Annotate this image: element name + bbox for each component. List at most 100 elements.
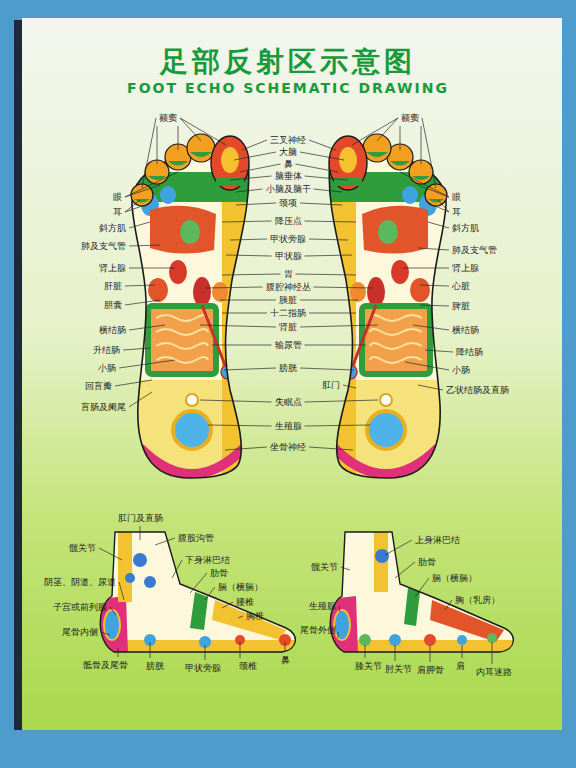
leader-line xyxy=(200,400,272,402)
leader-line xyxy=(405,362,449,370)
leader-line xyxy=(420,305,449,306)
leader-line xyxy=(305,221,357,222)
leader-line xyxy=(418,385,443,390)
leader-line xyxy=(314,287,374,288)
part-label: 膈（横膈） xyxy=(432,573,477,583)
leader-line xyxy=(220,300,276,301)
leader-line xyxy=(125,172,178,197)
leader-line xyxy=(119,582,124,600)
poster-board xyxy=(22,18,562,730)
part-label: 肝脏 xyxy=(104,281,122,291)
leader-line xyxy=(125,200,140,212)
part-label: 小肠 xyxy=(452,365,470,375)
leader-line xyxy=(157,126,158,164)
part-label: 鼻 xyxy=(284,159,293,169)
leader-line xyxy=(240,164,281,172)
part-label: 肋骨 xyxy=(210,568,228,578)
leader-line xyxy=(115,380,152,386)
leader-line xyxy=(425,350,453,352)
leader-line xyxy=(142,118,156,188)
leader-line xyxy=(377,118,398,141)
subtitle: FOOT ECHO SCHEMATIC DRAWING xyxy=(127,80,449,96)
leader-line xyxy=(338,632,339,638)
leader-line xyxy=(305,176,349,180)
part-label: 耳 xyxy=(113,207,122,217)
leader-line xyxy=(445,600,452,610)
leader-line xyxy=(129,392,152,407)
part-label: 肋骨 xyxy=(418,557,436,567)
part-label: 内耳迷路 xyxy=(476,667,512,677)
part-label: 阴茎、阴道、尿道 xyxy=(44,577,116,587)
part-label: 眼 xyxy=(113,192,122,202)
leader-line xyxy=(129,325,165,330)
leader-line xyxy=(309,447,353,450)
leader-line xyxy=(309,313,356,314)
leader-line xyxy=(238,616,243,618)
leader-line xyxy=(339,606,340,612)
leader-line xyxy=(415,578,429,597)
part-label: 髋关节 xyxy=(311,562,338,572)
part-label: 肾上腺 xyxy=(99,263,126,273)
part-label: 生殖腺 xyxy=(309,601,336,611)
part-label: 横结肠 xyxy=(99,325,126,335)
leader-line xyxy=(285,642,286,652)
leader-line xyxy=(385,540,412,555)
part-label: 胃 xyxy=(284,269,293,279)
leader-line xyxy=(462,645,463,658)
part-label: 额窦 xyxy=(159,113,177,123)
leader-line xyxy=(180,118,201,141)
leader-line xyxy=(129,222,150,228)
part-label: 胸椎 xyxy=(246,611,264,621)
part-label: 腹腔神经丛 xyxy=(266,282,311,292)
leader-line xyxy=(395,645,396,661)
part-label: 升结肠 xyxy=(93,345,120,355)
side-view-outer xyxy=(320,532,540,654)
leader-line xyxy=(125,185,160,197)
leader-line xyxy=(300,368,354,370)
part-label: 耳 xyxy=(452,207,461,217)
leader-line xyxy=(420,285,449,286)
leader-line xyxy=(352,118,398,145)
part-label: 肩胛骨 xyxy=(417,665,444,675)
leader-line xyxy=(125,205,145,212)
leader-line xyxy=(300,300,358,301)
leader-line xyxy=(208,425,272,426)
part-label: 眼 xyxy=(452,192,461,202)
part-label: 小肠 xyxy=(98,363,116,373)
part-label: 甲状腺 xyxy=(275,251,302,261)
leader-line xyxy=(230,239,267,240)
part-label: 盲肠及阑尾 xyxy=(81,402,126,412)
leader-line xyxy=(403,268,449,269)
leader-line xyxy=(226,255,272,256)
part-label: 膀胱 xyxy=(146,661,164,671)
leader-line xyxy=(125,300,160,305)
leader-line xyxy=(300,325,378,327)
part-label: 坐骨神经 xyxy=(270,442,306,452)
leader-line xyxy=(234,152,276,160)
side-view-inner xyxy=(90,532,310,654)
part-label: 肾脏 xyxy=(279,322,297,332)
part-label: 肩 xyxy=(456,661,465,671)
leader-line xyxy=(212,345,272,346)
part-label: 降压点 xyxy=(275,216,302,226)
leader-line xyxy=(140,526,141,540)
leader-line xyxy=(305,425,371,426)
part-label: 膝关节 xyxy=(355,661,382,671)
leader-line xyxy=(205,587,215,600)
part-label: 回盲瓣 xyxy=(85,381,112,391)
leader-line xyxy=(155,538,175,545)
part-label: 肘关节 xyxy=(385,664,412,674)
leader-line xyxy=(400,172,449,197)
leader-line xyxy=(236,189,263,192)
leader-line xyxy=(305,400,379,402)
leader-line xyxy=(178,126,179,150)
leader-line xyxy=(300,203,342,205)
part-label: 颈项 xyxy=(279,198,297,208)
leader-line xyxy=(400,126,401,150)
part-label: 腰椎 xyxy=(236,597,254,607)
leader-line xyxy=(129,245,160,246)
leader-line xyxy=(242,140,267,150)
part-label: 尾骨外侧 xyxy=(300,625,336,635)
leader-line xyxy=(222,313,267,314)
